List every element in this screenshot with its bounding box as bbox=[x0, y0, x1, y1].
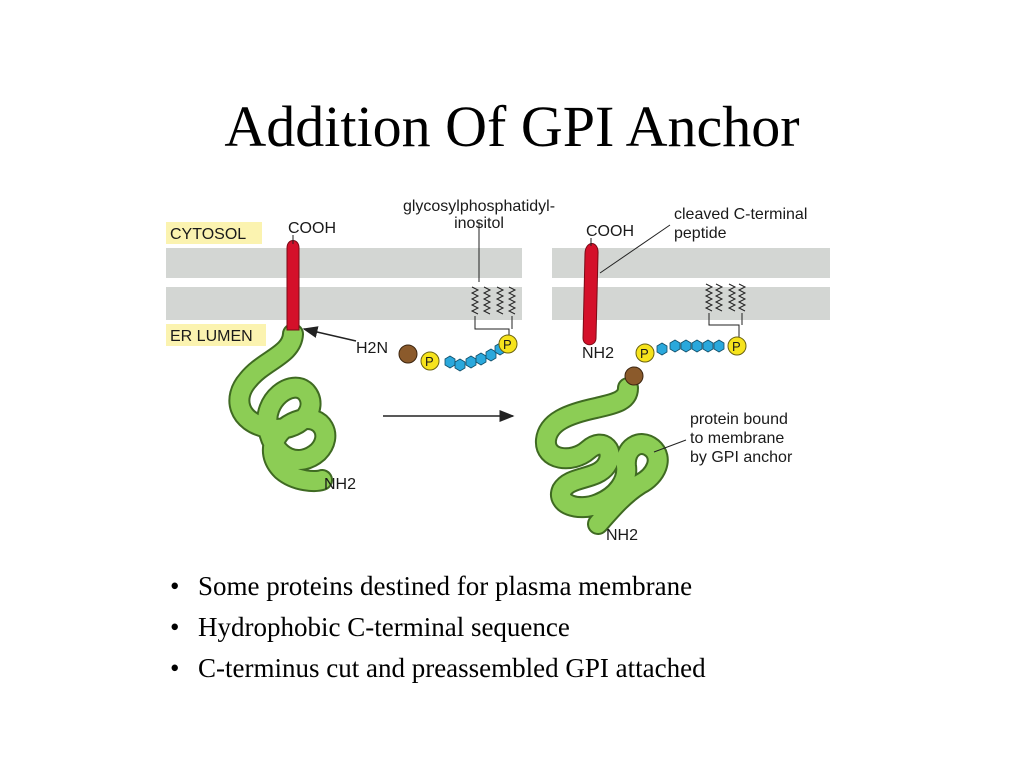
nh2-label-left: NH2 bbox=[324, 476, 356, 493]
h2n-label: H2N bbox=[356, 340, 388, 357]
cleaved-pointer-line bbox=[599, 224, 671, 274]
bound-pointer-line bbox=[653, 439, 687, 453]
cleaved-label-line2: peptide bbox=[674, 225, 727, 242]
cleaved-peptide bbox=[582, 243, 599, 346]
bound-label-line1: protein bound bbox=[690, 411, 788, 428]
membrane-right bbox=[552, 248, 830, 320]
protein-left bbox=[228, 240, 337, 492]
phosphate-label-2: P bbox=[503, 337, 512, 352]
protein-right bbox=[535, 366, 669, 535]
gpi-precursor-left: P P bbox=[398, 222, 518, 372]
cytosol-label: CYTOSOL bbox=[170, 226, 246, 243]
nh2-label-right: NH2 bbox=[606, 527, 638, 544]
bullet-item: C-terminus cut and preassembled GPI atta… bbox=[168, 648, 706, 689]
gpi-anchor-right: P P bbox=[635, 283, 747, 363]
er-lumen-label: ER LUMEN bbox=[170, 328, 253, 345]
cooh-label-left: COOH bbox=[288, 220, 336, 237]
phosphate-label-1: P bbox=[425, 354, 434, 369]
gpi-label-line2: inositol bbox=[454, 215, 504, 232]
gpi-label-line1: glycosylphosphatidyl- bbox=[403, 198, 555, 215]
bullet-item: Hydrophobic C-terminal sequence bbox=[168, 607, 706, 648]
cooh-label-right: COOH bbox=[586, 223, 634, 240]
bound-label-line3: by GPI anchor bbox=[690, 449, 793, 466]
bullet-item: Some proteins destined for plasma membra… bbox=[168, 566, 706, 607]
cytosol-label-bg bbox=[166, 222, 262, 244]
hydrophobic-segment-left bbox=[286, 240, 300, 331]
phosphate-label-3: P bbox=[640, 346, 649, 361]
nh2-label-cleaved: NH2 bbox=[582, 345, 614, 362]
er-lumen-label-bg bbox=[166, 324, 266, 346]
slide-title: Addition Of GPI Anchor bbox=[224, 94, 800, 159]
cleaved-label-line1: cleaved C-terminal bbox=[674, 206, 807, 223]
cleavage-arrow bbox=[302, 326, 357, 342]
membrane-left bbox=[166, 248, 522, 320]
bound-label-line2: to membrane bbox=[690, 430, 784, 447]
phosphate-label-4: P bbox=[732, 339, 741, 354]
bullet-list: Some proteins destined for plasma membra… bbox=[168, 566, 706, 689]
